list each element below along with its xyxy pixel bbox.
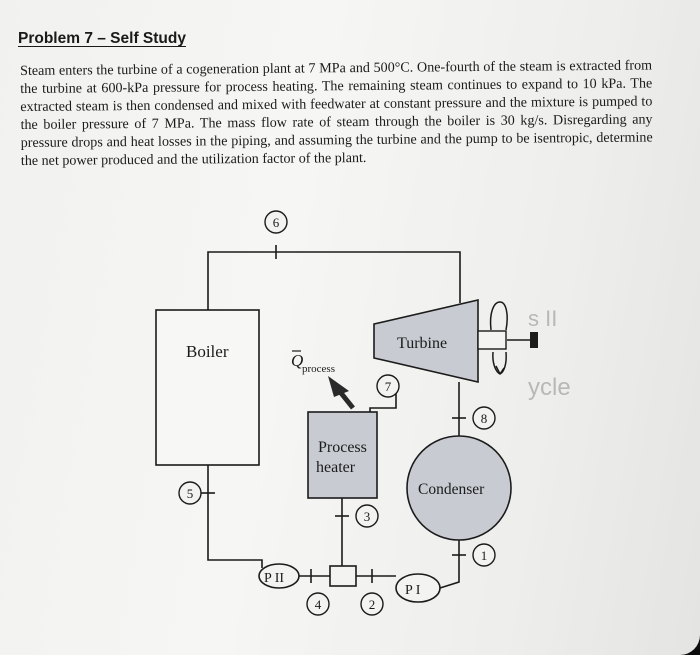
- boiler-label: Boiler: [186, 342, 229, 361]
- state-3-label: 3: [364, 509, 371, 524]
- turbine-label: Turbine: [397, 335, 447, 352]
- shaft-coupling: [530, 332, 538, 348]
- state-4-marker: [306, 592, 330, 616]
- pump-1-label: P I: [405, 583, 421, 598]
- heat-subscript: process: [302, 363, 335, 375]
- background-mark-a: s II: [528, 306, 557, 331]
- process-heater-label-line2: heater: [316, 459, 356, 476]
- piping: [201, 245, 530, 589]
- process-heater-label-line1: Process: [318, 439, 367, 456]
- state-2-label: 2: [369, 597, 376, 612]
- state-1-marker: [472, 543, 496, 567]
- state-3-marker: [355, 504, 379, 528]
- heat-symbol: Q: [291, 351, 303, 370]
- state-7-label: 7: [385, 379, 392, 394]
- condenser-label: Condenser: [418, 481, 485, 498]
- state-4-label: 4: [315, 597, 322, 612]
- turbine-body: [373, 298, 479, 384]
- pump-2-label: P II: [264, 571, 284, 586]
- state-5-marker: [178, 481, 202, 505]
- mixing-chamber: [329, 565, 357, 587]
- turbine-shaft: [477, 330, 507, 350]
- state-6-marker: [264, 210, 288, 234]
- state-7-marker: [376, 374, 400, 398]
- state-8-marker: [472, 406, 496, 430]
- rotation-arrow-icon: [489, 301, 508, 331]
- state-6-label: 6: [273, 215, 280, 230]
- state-2-marker: [360, 592, 384, 616]
- state-1-label: 1: [481, 548, 488, 563]
- condenser-circle: [406, 435, 512, 541]
- boiler-box: [155, 309, 260, 466]
- pump-2-shape: [258, 563, 300, 589]
- state-8-label: 8: [481, 411, 488, 426]
- page-title: Problem 7 – Self Study: [18, 30, 186, 47]
- process-heater-box: [307, 411, 378, 499]
- background-mark-b: ycle: [528, 374, 571, 401]
- state-5-label: 5: [187, 486, 194, 501]
- pump-1-shape: [395, 573, 441, 603]
